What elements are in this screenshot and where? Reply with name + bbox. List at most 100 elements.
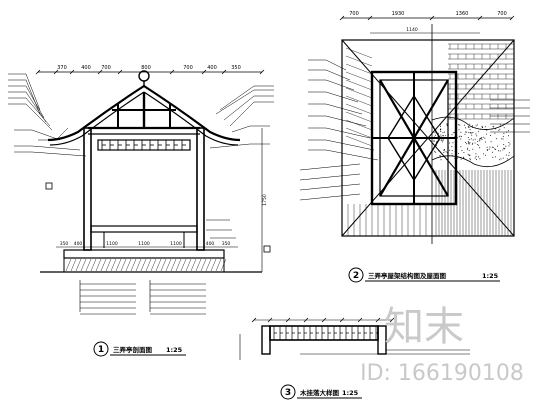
stipple-dot: [471, 132, 473, 134]
stipple-dot: [495, 149, 497, 150]
stipple-dot: [492, 147, 494, 148]
stipple-dot: [457, 152, 459, 154]
stipple-dot: [485, 141, 487, 143]
stipple-dot: [471, 143, 473, 145]
caption-title-3: 木挂落大样图: [299, 388, 340, 397]
leader-line: [325, 79, 355, 91]
stipple-dot: [479, 140, 481, 142]
hatch-line: [195, 258, 202, 272]
leader-line: [25, 73, 41, 111]
section-mark-right: [263, 245, 271, 253]
hatch-line: [110, 258, 117, 272]
hatch-line: [120, 258, 127, 272]
stipple-dot: [441, 138, 443, 140]
dim-top-2: 400: [81, 65, 91, 71]
stipple-dot: [481, 139, 483, 140]
dimension-tick: [339, 15, 345, 21]
leader-line: [31, 145, 81, 151]
stipple-dot: [437, 136, 439, 138]
dim-top-5: 700: [183, 65, 193, 71]
right-column: [196, 127, 205, 251]
stipple-dot: [440, 139, 442, 141]
stipple-dot: [460, 131, 462, 133]
stipple-dot: [508, 142, 510, 143]
stipple-dot: [479, 138, 481, 140]
stipple-dot: [502, 149, 504, 151]
hatch-line: [130, 258, 137, 272]
stipple-dot: [469, 129, 471, 131]
stipple-dot: [485, 133, 487, 135]
dimension-tick: [201, 69, 207, 75]
leader-line: [229, 101, 255, 127]
stipple-dot: [490, 135, 491, 136]
stipple-dot: [470, 138, 472, 140]
stipple-dot: [467, 137, 469, 139]
stipple-dot: [456, 157, 458, 159]
stipple-dot: [502, 157, 504, 159]
hatch-line: [95, 258, 102, 272]
dim-bottom-5: 1100: [170, 241, 182, 247]
leader-line: [209, 143, 251, 149]
dimension-tick: [321, 317, 327, 323]
rafter-line: [345, 103, 373, 115]
stipple-dot: [440, 159, 442, 161]
dimension-tick: [303, 317, 309, 323]
plan-top-ticks: [339, 15, 515, 21]
leader-line: [325, 91, 359, 103]
stipple-dot: [436, 137, 438, 139]
stipple-dot: [439, 156, 441, 158]
left-column: [83, 127, 92, 251]
stipple-dot: [434, 151, 436, 153]
stipple-dot: [475, 125, 477, 127]
stipple-dot: [483, 153, 484, 155]
stipple-dot: [458, 136, 460, 138]
stipple-dot: [476, 143, 478, 145]
stipple-dot: [499, 128, 501, 130]
stipple-dot: [459, 135, 461, 137]
stipple-dot: [452, 132, 454, 134]
stipple-dot: [469, 142, 471, 144]
stipple-dot: [469, 143, 471, 145]
stipple-dot: [435, 145, 437, 147]
leader-line: [325, 149, 379, 161]
roof-right-slope: [143, 85, 241, 142]
hatch-line: [145, 258, 152, 272]
caption-scale-1: 1:25: [166, 346, 183, 354]
dimension-tick: [259, 69, 265, 75]
leader-line: [55, 127, 69, 141]
dimension-tick: [97, 69, 103, 75]
dim-bottom-1: 350: [60, 241, 69, 247]
caption-number-1: 1: [98, 345, 104, 355]
hatch-line: [80, 258, 87, 272]
caption-number-circle-3: [280, 384, 296, 400]
dim-top-7: 350: [231, 65, 241, 71]
foundation: [63, 257, 225, 273]
roof-tile-texture: [435, 43, 514, 236]
stipple-dot: [498, 129, 500, 131]
stipple-dot: [468, 154, 470, 156]
stipple-dot: [480, 137, 482, 139]
detail-top-ticks: [251, 317, 395, 323]
stipple-dot: [484, 129, 486, 130]
stipple-dot: [484, 137, 486, 139]
dim-top-6: 400: [207, 65, 217, 71]
leader-line: [325, 115, 367, 127]
plan-annotation-leaders: [299, 59, 530, 201]
stipple-dot: [508, 152, 510, 154]
leader-line: [325, 69, 351, 81]
stipple-dot: [435, 129, 437, 131]
stipple-dot: [468, 143, 470, 145]
stipple-dot: [452, 155, 454, 157]
stipple-dot: [494, 148, 496, 150]
dimension-tick: [169, 69, 175, 75]
leader-line: [31, 129, 61, 141]
stipple-dot: [442, 139, 444, 141]
dimension-tick: [53, 69, 59, 75]
stipple-dot: [454, 151, 456, 153]
stipple-dot: [502, 138, 504, 140]
stipple-dot: [455, 151, 457, 153]
leader-line: [25, 79, 41, 115]
plan-outline: [341, 39, 515, 237]
stipple-dot: [480, 128, 481, 130]
